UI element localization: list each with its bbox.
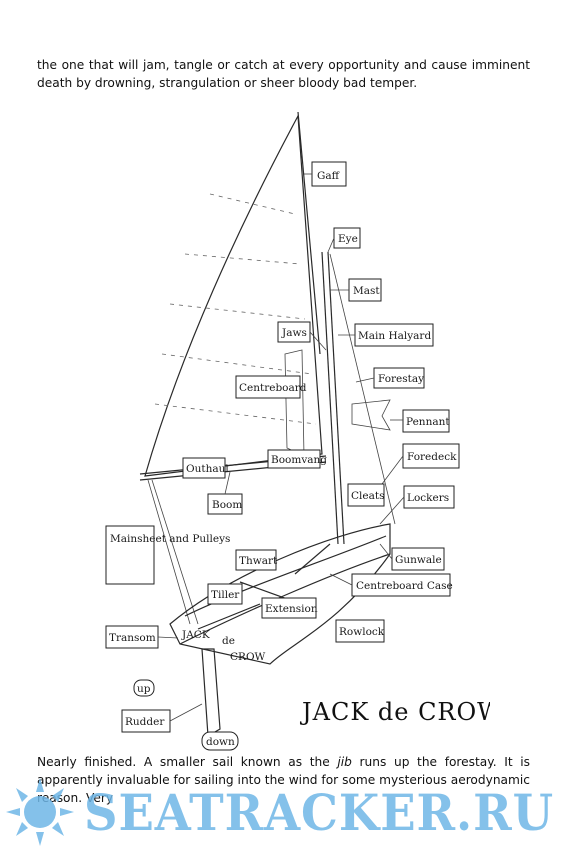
transom-name-crow: CROW <box>230 651 266 663</box>
svg-text:Gaff: Gaff <box>317 170 341 182</box>
label-extension: Extension <box>261 597 318 619</box>
svg-text:Rudder: Rudder <box>125 716 165 728</box>
label-mast: Mast <box>348 278 382 302</box>
svg-text:Extension: Extension <box>265 603 318 615</box>
svg-text:Tiller: Tiller <box>211 589 240 601</box>
forestay-line <box>329 253 396 525</box>
label-centreboard-case: Centreboard Case <box>351 573 453 597</box>
svg-text:Transom: Transom <box>109 632 156 644</box>
hull <box>169 523 391 665</box>
label-jaws: Jaws <box>277 321 311 343</box>
label-centreboard: Centreboard <box>235 375 307 399</box>
watermark-text: SEATRACKER.RU <box>84 783 554 842</box>
gaff-spar <box>297 111 321 355</box>
sail <box>144 113 323 477</box>
svg-text:Main Halyard: Main Halyard <box>358 330 431 342</box>
bottom-text-1: Nearly finished. A smaller sail known as… <box>37 755 338 769</box>
mast-spar <box>321 251 339 545</box>
sun-icon <box>6 778 74 846</box>
centreboard-shape <box>284 349 305 457</box>
top-paragraph: the one that will jam, tangle or catch a… <box>37 58 530 90</box>
svg-text:Mainsheet and Pulleys: Mainsheet and Pulleys <box>110 533 230 545</box>
svg-text:Eye: Eye <box>338 233 358 245</box>
svg-text:Rowlock: Rowlock <box>339 626 385 638</box>
svg-text:Jaws: Jaws <box>281 327 307 339</box>
label-forestay: Forestay <box>373 367 425 389</box>
svg-text:Cleats: Cleats <box>351 490 384 502</box>
svg-text:Outhaul: Outhaul <box>186 463 229 475</box>
pennant-flag <box>351 399 391 431</box>
label-rudder: Rudder <box>121 709 171 733</box>
dinghy-illustration: JACK de CROW Gaff Eye Mast Jaws Main Hal… <box>105 111 490 751</box>
label-pennant: Pennant <box>402 409 450 433</box>
label-boom: Boom <box>207 493 243 515</box>
label-thwart: Thwart <box>235 549 278 571</box>
jib-term: jib <box>337 755 352 769</box>
label-gunwale: Gunwale <box>391 547 445 571</box>
label-main-halyard: Main Halyard <box>354 323 434 347</box>
label-down: down <box>201 731 239 751</box>
label-cleats: Cleats <box>347 483 385 507</box>
transom-name-jack: JACK <box>181 629 210 641</box>
rudder <box>201 648 221 738</box>
label-eye: Eye <box>333 227 361 249</box>
label-gaff: Gaff <box>311 161 347 187</box>
label-up: up <box>133 679 155 697</box>
label-transom: Transom <box>105 625 159 649</box>
svg-text:Lockers: Lockers <box>407 492 449 504</box>
label-tiller: Tiller <box>207 583 243 605</box>
label-outhaul: Outhaul <box>182 457 229 479</box>
svg-text:Foredeck: Foredeck <box>407 451 457 463</box>
watermark: SEATRACKER.RU <box>6 778 554 846</box>
illustration-title: JACK de CROW <box>299 698 490 726</box>
svg-text:Centreboard Case: Centreboard Case <box>356 580 453 592</box>
svg-text:up: up <box>137 683 151 695</box>
transom-name-de: de <box>222 635 235 647</box>
label-rowlock: Rowlock <box>335 619 385 643</box>
svg-text:Boom: Boom <box>212 499 242 511</box>
svg-text:Mast: Mast <box>353 285 380 297</box>
svg-text:Pennant: Pennant <box>406 416 450 428</box>
label-lockers: Lockers <box>403 485 455 509</box>
svg-text:Forestay: Forestay <box>378 373 424 385</box>
svg-text:Centreboard: Centreboard <box>239 382 307 394</box>
svg-text:Gunwale: Gunwale <box>395 554 442 566</box>
svg-text:Thwart: Thwart <box>239 555 278 567</box>
label-mainsheet-pulleys: Mainsheet and Pulleys <box>105 525 230 585</box>
svg-text:down: down <box>206 736 235 748</box>
label-foredeck: Foredeck <box>402 443 460 469</box>
svg-text:Boomvang: Boomvang <box>271 454 327 466</box>
label-boomvang: Boomvang <box>267 449 327 469</box>
